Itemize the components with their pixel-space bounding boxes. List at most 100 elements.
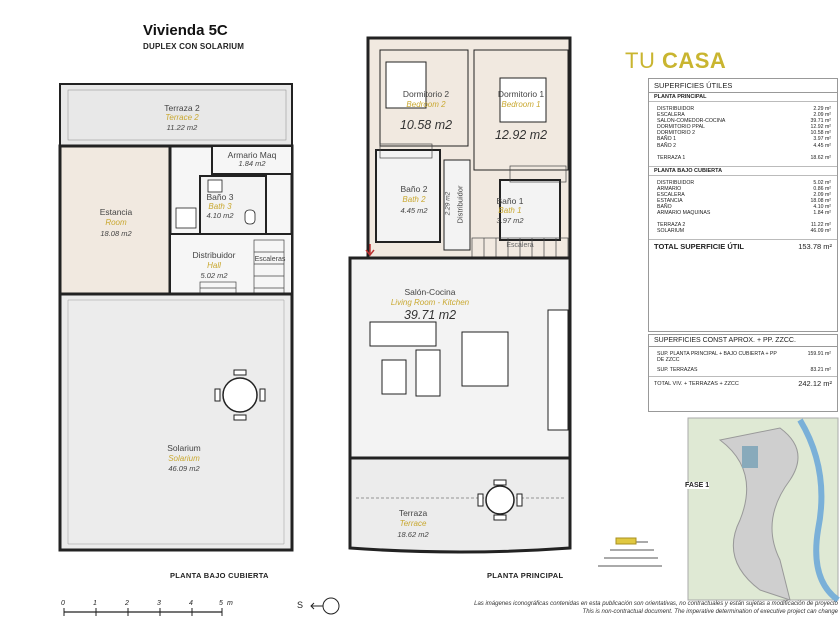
roof-floor-list: DISTRIBUIDOR 5.02 m² ARMARIO 0.86 m² ESCAL… xyxy=(649,176,837,217)
surface-row: DORMITORIO PPAL 12.92 m² xyxy=(649,124,837,130)
plan-title: Vivienda 5C xyxy=(143,22,228,39)
site-map-label: FASE 1 xyxy=(685,482,710,489)
left-room-area: 5.02 m2 xyxy=(200,271,228,280)
brand-bold: CASA xyxy=(661,48,727,73)
row-value: 159.91 m² xyxy=(807,351,831,357)
left-room-name: Estancia xyxy=(99,207,133,217)
row-value: 2.09 m² xyxy=(813,112,831,119)
left-room-area: 1.84 m2 xyxy=(238,159,266,168)
surface-row: SALON-COMEDOR-COCINA 39.71 m² xyxy=(649,118,837,124)
right-room-name: Distribuidor xyxy=(455,185,465,224)
surface-row: DORMITORIO 2 10.58 m² xyxy=(649,130,837,136)
disclaimer: Las imágenes iconográficas contenidas en… xyxy=(390,600,838,616)
row-value: 46.09 m² xyxy=(810,228,831,235)
compass-label: S xyxy=(297,600,304,610)
right-room-en: Terrace xyxy=(399,519,427,528)
brand-prefix: TU xyxy=(625,48,662,73)
left-room-name: Baño 3 xyxy=(206,192,234,202)
right-room-name: Baño 2 xyxy=(400,184,428,194)
constructed-row: SUP. PLANTA PRINCIPAL + BAJO CUBIERTA + … xyxy=(649,347,837,363)
row-label: DORMITORIO PPAL xyxy=(657,124,705,131)
row-value: 4.45 m² xyxy=(813,142,831,149)
row-label: SOLARIUM xyxy=(657,228,685,235)
total-value: 153.78 m² xyxy=(798,241,832,251)
row-value: 10.58 m² xyxy=(810,130,831,137)
row-label: BAÑO xyxy=(657,204,672,211)
right-room-name: Terraza xyxy=(398,508,428,518)
compass-icon xyxy=(310,597,340,615)
main-floor-title: PLANTA PRINCIPAL xyxy=(649,93,837,102)
right-room-area: 39.71 m2 xyxy=(403,308,457,322)
row-value: 1.84 m² xyxy=(813,210,831,217)
right-room-en: Bedroom 1 xyxy=(501,100,541,109)
left-room-en: Bath 3 xyxy=(208,202,232,211)
total-value: 242.12 m² xyxy=(798,379,832,389)
left-room-area: 46.09 m2 xyxy=(168,464,200,473)
right-room-en: Living Room - Kitchen xyxy=(390,298,470,307)
plan-subtitle: DUPLEX CON SOLARIUM xyxy=(143,42,245,51)
right-room-en: Bath 1 xyxy=(498,206,522,215)
scale-tick-label: 1 xyxy=(93,600,97,607)
row-label: TERRAZA 2 xyxy=(657,222,686,229)
row-label: BAÑO 2 xyxy=(657,142,677,149)
row-value: 39.71 m² xyxy=(810,118,831,125)
scale-tick-label: 2 xyxy=(125,600,129,607)
row-value: 18.62 m² xyxy=(810,154,831,161)
right-room-area: 2.29 m2 xyxy=(444,191,452,216)
row-value: 2.29 m² xyxy=(813,106,831,112)
left-room-en: Room xyxy=(105,218,127,227)
row-label: BAÑO 1 xyxy=(657,136,677,143)
left-room-en: Solarium xyxy=(168,454,200,463)
right-room-area: 4.45 m2 xyxy=(400,206,428,215)
constructed-title: SUPERFICIES CONST APROX. + PP. ZZCC. xyxy=(649,335,837,347)
row-label: SALON-COMEDOR-COCINA xyxy=(657,118,726,125)
scale-tick-label: 5 xyxy=(219,600,223,607)
right-room-en: Bedroom 2 xyxy=(406,100,446,109)
building-thumbnail-icon xyxy=(598,537,662,567)
left-room-name: Solarium xyxy=(167,443,201,453)
row-value: 11.22 m² xyxy=(810,222,831,229)
row-value: 0.86 m² xyxy=(813,185,831,192)
right-room-area: 12.92 m2 xyxy=(494,128,548,142)
left-room-name: Terraza 2 xyxy=(164,103,200,113)
row-label: DISTRIBUIDOR xyxy=(657,179,695,186)
row-value: 12.92 m² xyxy=(810,124,831,131)
row-label: DORMITORIO 2 xyxy=(657,130,695,137)
right-room-name: Salón-Cocina xyxy=(404,287,456,297)
left-floor-plan xyxy=(58,83,294,552)
scale-unit: m xyxy=(227,600,233,607)
row-label: SUP. PLANTA PRINCIPAL + BAJO CUBIERTA + … xyxy=(657,351,777,364)
site-map xyxy=(687,417,840,603)
surface-row: SOLARIUM 46.09 m² xyxy=(649,228,837,234)
surface-row: ARMARIO 0.86 m² xyxy=(649,186,837,192)
right-room-area: 10.58 m2 xyxy=(399,118,453,132)
left-room-area: 11.22 m2 xyxy=(166,123,198,132)
row-label: SUP. TERRAZAS xyxy=(657,367,698,374)
left-room-area: 18.08 m2 xyxy=(100,229,132,238)
row-label: ARMARIO xyxy=(657,185,682,192)
roof-terraces: TERRAZA 2 11.22 m² SOLARIUM 46.09 m² xyxy=(649,216,837,240)
right-room-en: Bath 2 xyxy=(402,195,426,204)
floor-label-main: PLANTA PRINCIPAL xyxy=(487,571,564,580)
surfaces-title: SUPERFICIES ÚTILES xyxy=(649,79,837,93)
row-value: 5.02 m² xyxy=(813,179,831,186)
disclaimer-es: Las imágenes iconográficas contenidas en… xyxy=(474,601,838,607)
right-floor-plan xyxy=(348,36,572,554)
right-room-name: Dormitorio 2 xyxy=(402,89,450,99)
surface-row: BAÑO 2 4.45 m² xyxy=(649,143,837,149)
surface-row: TERRAZA 2 11.22 m² xyxy=(649,222,837,228)
brand-heading: TU CASA xyxy=(625,48,726,74)
row-value: 18.08 m² xyxy=(810,198,831,205)
scale-tick-label: 0 xyxy=(61,600,65,607)
row-label: ESCALERA xyxy=(657,191,685,198)
